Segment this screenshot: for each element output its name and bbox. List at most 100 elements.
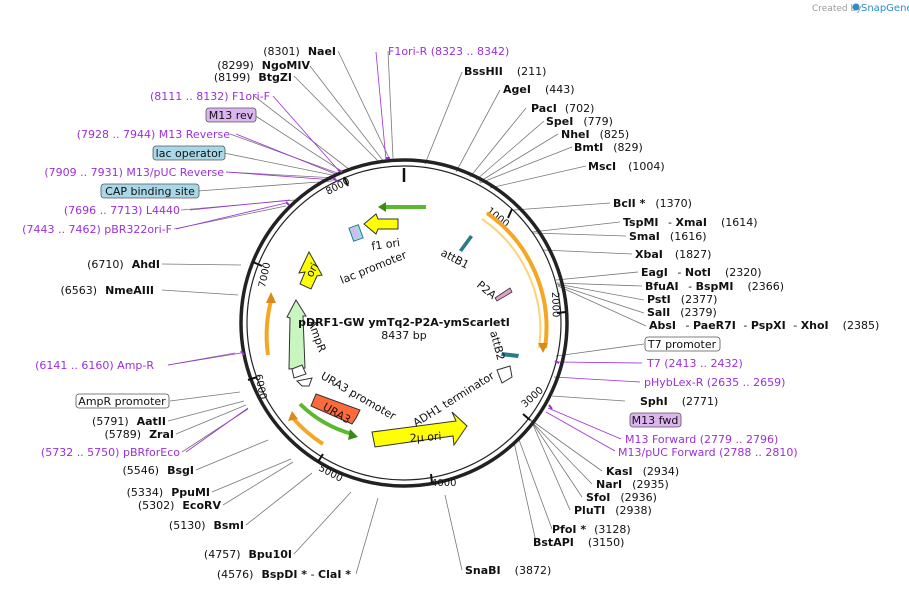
site-spei: SpeI(779): [546, 115, 613, 128]
site-smai: SmaI(1616): [629, 230, 706, 243]
label-lac-promoter: lac promoter: [338, 248, 409, 287]
primer-pbr322ori-f: (7443 .. 7462) pBR322ori-F: [22, 223, 172, 236]
site-bsmi: (5130)BsmI: [169, 519, 244, 532]
site-bcli: BclI *(1370): [613, 197, 692, 210]
label-attb1: attB1: [439, 246, 472, 272]
feature-m13-fwd: M13 fwd: [632, 414, 679, 427]
feature-box-m13-fwd: [629, 412, 682, 428]
label-2mu-ori: 2μ ori: [409, 430, 442, 445]
primer-mark-pbr322: [285, 201, 290, 206]
p2a-mark: [494, 287, 513, 302]
plasmid-name: pDRF1-GW ymTq2-P2A-ymScarletI: [298, 316, 510, 329]
primer-leaders: [167, 51, 643, 453]
site-nari: NarI(2935): [596, 478, 669, 491]
site-sphi: SphI(2771): [640, 395, 718, 408]
tick-4000: 4000: [431, 478, 456, 489]
site-nmeaiii: (6563)NmeAIII: [61, 284, 155, 297]
tick-mark-4000: [430, 473, 433, 484]
site-sfoi: SfoI(2936): [586, 491, 657, 504]
primer-pbrforeco: (5732 .. 5750) pBRforEco: [41, 446, 180, 459]
primer-m13-puc-reverse: (7909 .. 7931) M13/pUC Reverse: [44, 166, 224, 179]
site-naei: (8301)NaeI: [263, 45, 336, 58]
arrow-head-orange-bottom: [288, 411, 298, 421]
leader-lines: [161, 50, 647, 575]
site-bpu10i: (4757)Bpu10I: [204, 548, 292, 561]
site-sali: SalI(2379): [647, 306, 717, 319]
ura3-arrow: [310, 393, 361, 425]
tick-1000: 1000: [484, 206, 511, 230]
site-bspdi-clai: (4576)BspDI * - ClaI *: [217, 568, 351, 581]
arrow-head-green-bottom: [348, 429, 358, 440]
ampr-promoter-arrow: [291, 364, 307, 379]
plasmid-length: 8437 bp: [381, 329, 426, 342]
snapgene-logo-icon: [852, 3, 860, 11]
feature-arc-green-bottom: [298, 402, 353, 436]
site-bsgi: (5546)BsgI: [123, 464, 194, 477]
primer-m13-reverse: (7928 .. 7944) M13 Reverse: [77, 128, 230, 141]
credit-brand: SnapGene: [861, 3, 909, 14]
primer-mark-f1ori-f: [337, 169, 343, 173]
feature-box-lac-operator: [152, 145, 226, 161]
feature-cap-binding-site: CAP binding site: [105, 185, 195, 198]
site-nhei: NheI(825): [561, 128, 629, 141]
site-ecorv: (5302)EcoRV: [138, 499, 222, 512]
site-bmti: BmtI(829): [574, 141, 643, 154]
primer-f1ori-r: F1ori-R (8323 .. 8342): [388, 45, 509, 58]
site-bfuai-bspmi: BfuAI - BspMI(2366): [645, 280, 784, 293]
feature-ampr-promoter: AmpR promoter: [78, 395, 166, 408]
adh1-terminator-arrow: [496, 365, 513, 384]
site-ngomiv: (8299)NgoMIV: [217, 59, 310, 72]
site-msci: MscI(1004): [588, 160, 665, 173]
site-kasi: KasI(2934): [606, 465, 679, 478]
primer-mark-amp-r: [240, 350, 245, 356]
feature-arc-orange-left: [264, 296, 274, 356]
primer-mark-m13-fwd: [548, 404, 553, 410]
site-snabi: SnaBI(3872): [465, 564, 551, 577]
site-zrai: (5789)ZraI: [105, 428, 175, 441]
site-xbai: XbaI(1827): [635, 248, 711, 261]
feature-box-m13-rev: [205, 107, 257, 123]
label-f1-ori: f1 ori: [371, 236, 401, 253]
site-ahdi: (6710)AhdI: [87, 258, 160, 271]
feature-box-ampr-promoter: [75, 393, 170, 409]
site-pfoi: PfoI *(3128): [552, 523, 631, 536]
primer-m13-puc-forward: M13/pUC Forward (2788 .. 2810): [618, 446, 798, 459]
site-ppumi: (5334)PpuMI: [127, 486, 210, 499]
label-adh1-terminator: ADH1 terminator: [411, 369, 497, 430]
arrow-head-green-top: [378, 202, 386, 212]
site-bsshii: BssHII(211): [464, 65, 546, 78]
m13-rev-mark: [351, 227, 359, 239]
label-ori: ori: [303, 261, 321, 280]
attb1-mark: [459, 235, 473, 252]
tick-mark-7000: [252, 261, 263, 267]
primer-f1ori-f: (8111 .. 8132) F1ori-F: [150, 90, 270, 103]
label-attb2: attB2: [487, 329, 507, 361]
site-paci: PacI(702): [531, 102, 594, 115]
primer-mark-t7: [554, 360, 560, 364]
feature-m13-rev: M13 rev: [209, 109, 254, 122]
ori-arrow: [298, 250, 323, 290]
site-eagi-noti: EagI - NotI(2320): [641, 266, 762, 279]
feature-lac-operator: lac operator: [156, 147, 223, 160]
arrow-head-orange-left: [266, 292, 276, 303]
site-psti: PstI(2377): [647, 293, 717, 306]
f1-ori-arrow: [363, 213, 399, 235]
feature-arc-orange-top-right: [485, 211, 549, 349]
tick-7000: 7000: [257, 261, 273, 288]
tick-2000: 2000: [549, 292, 561, 318]
feature-box-cap-binding-site: [100, 183, 200, 199]
site-aatii: (5791)AatII: [92, 415, 166, 428]
primer-amp-r: (6141 .. 6160) Amp-R: [35, 359, 154, 372]
backbone-outer: [239, 158, 569, 488]
ampr-arrow: [286, 298, 307, 370]
tick-mark-6000: [247, 376, 258, 381]
tick-6000: 6000: [252, 373, 268, 400]
attb2-mark: [501, 352, 519, 358]
primer-l4440: (7696 .. 7713) L4440: [64, 204, 180, 217]
site-pluti: PluTI(2938): [574, 504, 652, 517]
two-mu-ori-arrow: [371, 411, 468, 448]
site-btgzi: (8199)BtgZI: [214, 71, 292, 84]
ura3-promoter-arrow: [295, 377, 313, 387]
site-agei: AgeI(443): [503, 83, 575, 96]
